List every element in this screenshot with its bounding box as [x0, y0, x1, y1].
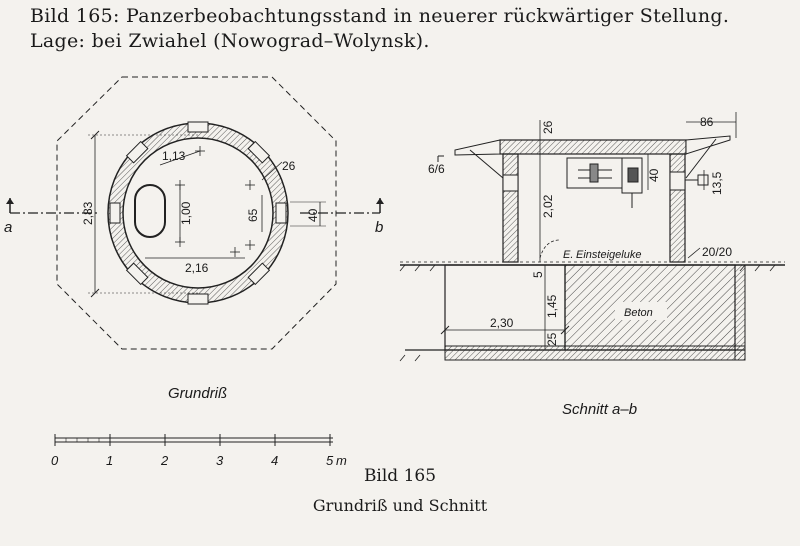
section-dim-opening: 40: [647, 168, 661, 182]
title-block: Bild 165: Panzerbeobachtungsstand in neu…: [30, 4, 790, 54]
plan-caption: Grundriß: [168, 385, 227, 402]
plan-dim-inner: 1,00: [179, 201, 193, 225]
plan-view: a b 2,83 1,00 1,13 2,16 26 65 40: [4, 76, 384, 350]
scale-tick-0: 0: [51, 453, 59, 468]
plan-section-label-b: b: [375, 219, 383, 236]
plan-dim-outer-height: 2,83: [81, 201, 95, 225]
scale-tick-1: 1: [106, 453, 113, 468]
section-roof: [499, 139, 687, 155]
plan-octagon: [56, 76, 337, 350]
section-dim-width: 2,30: [490, 316, 514, 330]
section-dim-wing: 86: [700, 115, 714, 129]
figure-caption: Bild 165: [363, 466, 437, 486]
plan-dim-slot-outer: 40: [306, 208, 320, 222]
section-dim-opening2: 13,5: [710, 171, 724, 195]
plan-dim-wall-right: 26: [282, 159, 296, 173]
section-caption: Schnitt a–b: [562, 401, 637, 418]
section-dim-20: 20/20: [702, 245, 732, 259]
section-hatch-label: Einsteigeluke: [576, 249, 641, 261]
section-label-wall: 6/6: [428, 162, 445, 176]
plan-ring-inner: [122, 137, 274, 289]
plan-section-label-a: a: [4, 219, 12, 236]
plan-hatch-oval: [134, 184, 166, 238]
section-dim-roof: 26: [541, 120, 555, 134]
section-hatch-prefix: E.: [563, 249, 573, 261]
section-instrument: [566, 157, 709, 208]
plan-slot-bottom: [187, 293, 209, 305]
section-dim-5: 5: [531, 271, 545, 278]
plan-slot-top: [187, 121, 209, 133]
title-line-2: Lage: bei Zwiahel (Nowograd–Wolynsk).: [30, 30, 430, 52]
plan-dim-wall: 1,13: [162, 149, 186, 163]
figure-subtitle: Grundriß und Schnitt: [312, 496, 488, 515]
plan-dim-inner-width: 2,16: [185, 261, 209, 275]
plan-slot-left: [109, 202, 121, 224]
scale-bar: 0 1 2 3 4 5 m: [51, 434, 347, 468]
section-wall-right: [669, 153, 686, 263]
title-line-1: Bild 165: Panzerbeobachtungsstand in neu…: [30, 5, 730, 27]
section-dim-inner-height: 2,02: [541, 194, 555, 218]
scale-tick-4: 4: [271, 453, 278, 468]
section-dim-base: 25: [545, 332, 559, 346]
section-dim-depth: 1,45: [545, 294, 559, 318]
scale-unit: m: [336, 453, 347, 468]
scale-tick-5: 5: [326, 453, 334, 468]
section-concrete-label: Beton: [624, 307, 653, 319]
scale-tick-2: 2: [160, 453, 169, 468]
scale-tick-3: 3: [216, 453, 224, 468]
plan-slot-right: [275, 202, 287, 224]
section-wall-left: [502, 153, 519, 263]
section-view: Beton 2,02 26 86 40 13,5 6/6: [399, 112, 785, 362]
plan-dim-slot: 65: [246, 208, 260, 222]
